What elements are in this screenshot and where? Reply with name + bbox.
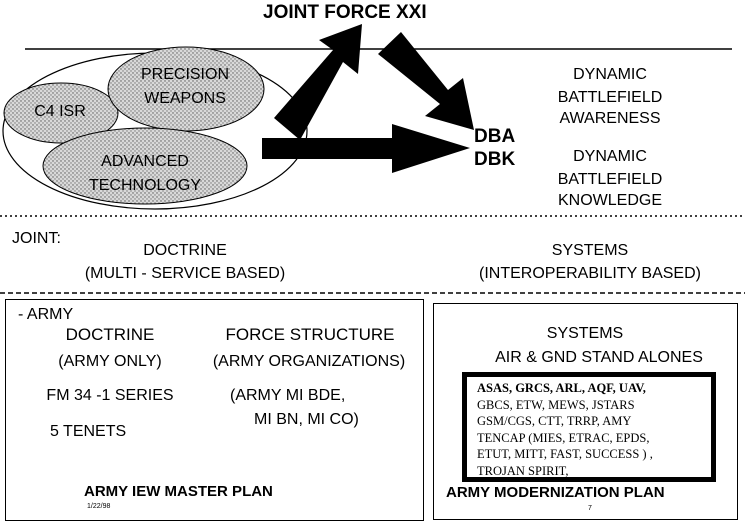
- precision-label-1: PRECISION: [140, 66, 229, 83]
- systems-title: SYSTEMS: [546, 325, 624, 342]
- arrow-to-dba: [378, 32, 474, 130]
- joint-systems-basis: (INTEROPERABILITY BASED): [479, 265, 701, 282]
- awareness-line-1: DYNAMIC: [573, 66, 647, 83]
- c4isr-label: C4 ISR: [34, 103, 86, 120]
- precision-label-2: WEAPONS: [144, 90, 226, 107]
- joint-systems: SYSTEMS: [551, 242, 629, 259]
- joint-doctrine-basis: (MULTI - SERVICE BASED): [84, 265, 286, 282]
- systems-list-bold: ASAS, GRCS, ARL, AQF, UAV,: [477, 381, 646, 395]
- arrow-to-dbk: [262, 124, 470, 173]
- systems-subtitle: AIR & GND STAND ALONES: [495, 349, 703, 366]
- knowledge-line-2: BATTLEFIELD: [557, 171, 663, 188]
- joint-force-title: JOINT FORCE XXI: [263, 2, 427, 23]
- systems-list-box: ASAS, GRCS, ARL, AQF, UAV, GBCS, ETW, ME…: [462, 372, 716, 482]
- systems-list-line-4: ETUT, MITT, FAST, SUCCESS ) ,: [477, 447, 653, 461]
- army-doctrine-scope: (ARMY ONLY): [58, 353, 162, 370]
- joint-doctrine: DOCTRINE: [143, 242, 227, 259]
- army-units-2: MI BN, MI CO): [254, 411, 359, 428]
- joint-label: JOINT:: [12, 230, 61, 247]
- systems-list-line-5: TROJAN SPIRIT,: [477, 463, 569, 478]
- systems-list-line-1: GBCS, ETW, MEWS, JSTARS: [477, 397, 635, 412]
- page-number: 7: [588, 505, 592, 512]
- awareness-line-2: BATTLEFIELD: [557, 89, 663, 106]
- dba-label: DBA: [474, 126, 516, 147]
- army-fm-series: FM 34 -1 SERIES: [46, 387, 174, 404]
- army-force-structure: FORCE STRUCTURE: [225, 325, 395, 344]
- c4isr-oval: [3, 82, 119, 144]
- army-date: 1/22/98: [87, 503, 111, 510]
- systems-list-line-2: GSM/CGS, CTT, TRRP, AMY: [477, 414, 632, 428]
- army-tenets: 5 TENETS: [50, 423, 127, 440]
- advanced-label-2: TECHNOLOGY: [88, 177, 201, 194]
- knowledge-line-1: DYNAMIC: [573, 148, 647, 165]
- dbk-label: DBK: [474, 149, 516, 170]
- army-doctrine: DOCTRINE: [65, 325, 155, 344]
- army-units-1: (ARMY MI BDE,: [230, 387, 346, 404]
- knowledge-line-3: KNOWLEDGE: [557, 192, 662, 209]
- advanced-technology-oval: [42, 127, 248, 205]
- systems-list-line-3: TENCAP (MIES, ETRAC, EPDS,: [477, 430, 650, 445]
- army-iew-plan: ARMY IEW MASTER PLAN: [84, 483, 273, 500]
- army-box: [5, 299, 424, 521]
- awareness-line-3: AWARENESS: [559, 110, 661, 127]
- army-label: - ARMY: [18, 306, 74, 323]
- army-modernization-plan: ARMY MODERNIZATION PLAN: [446, 484, 665, 501]
- systems-box: [433, 303, 738, 520]
- advanced-label-1: ADVANCED: [101, 153, 189, 170]
- arrow-to-joint-force: [274, 24, 362, 140]
- army-force-scope: (ARMY ORGANIZATIONS): [212, 353, 406, 370]
